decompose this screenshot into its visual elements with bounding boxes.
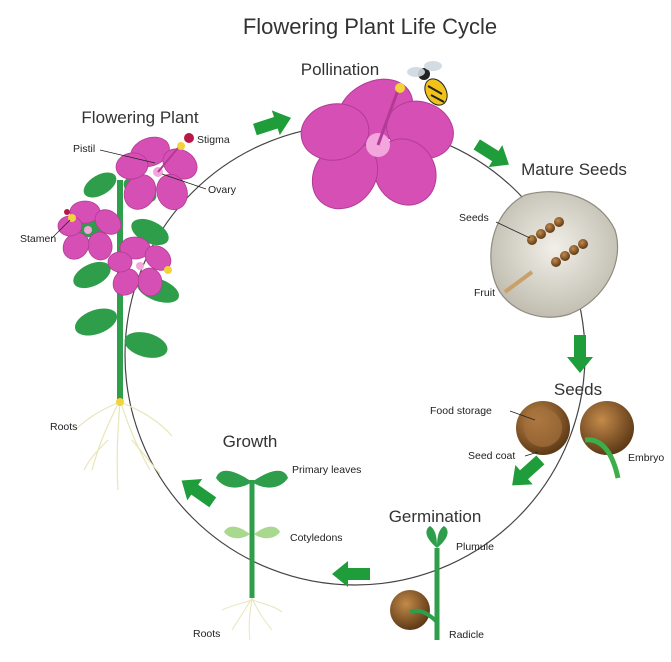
seedling-icon	[216, 471, 288, 640]
stage-label-seeds: Seeds	[554, 380, 602, 399]
stage-label-germination: Germination	[389, 507, 482, 526]
stage-label-pollination: Pollination	[301, 60, 379, 79]
seed-pod-icon	[491, 192, 618, 318]
part-label-fruit: Fruit	[474, 287, 495, 299]
part-label-pistil: Pistil	[73, 143, 95, 155]
arrow-icon	[174, 470, 220, 513]
arrow-icon	[251, 105, 295, 141]
diagram-title: Flowering Plant Life Cycle	[243, 14, 497, 39]
stage-label-growth: Growth	[223, 432, 278, 451]
seed-embryo-icon	[580, 401, 634, 478]
flowering-plant-icon	[58, 132, 203, 490]
stage-label-flowering-plant: Flowering Plant	[81, 108, 198, 127]
part-label-ovary: Ovary	[208, 184, 237, 196]
part-label-roots-growth: Roots	[193, 628, 220, 640]
part-label-food-storage: Food storage	[430, 405, 492, 417]
part-label-plumule: Plumule	[456, 541, 494, 553]
germinating-seed-icon	[390, 526, 448, 640]
part-label-radicle: Radicle	[449, 629, 484, 641]
part-label-seed-coat: Seed coat	[468, 450, 515, 462]
part-label-roots-plant: Roots	[50, 421, 77, 433]
arrow-icon	[332, 561, 370, 587]
part-label-stigma: Stigma	[197, 134, 230, 146]
arrow-icon	[567, 335, 593, 373]
part-label-stamen: Stamen	[20, 233, 56, 245]
part-label-cotyledons: Cotyledons	[290, 532, 343, 544]
part-label-embryo: Embryo	[628, 452, 664, 464]
part-label-seeds: Seeds	[459, 212, 489, 224]
arrow-icon	[470, 133, 516, 175]
seed-icon	[516, 401, 570, 455]
part-label-primary-leaves: Primary leaves	[292, 464, 361, 476]
stage-label-mature-seeds: Mature Seeds	[521, 160, 627, 179]
